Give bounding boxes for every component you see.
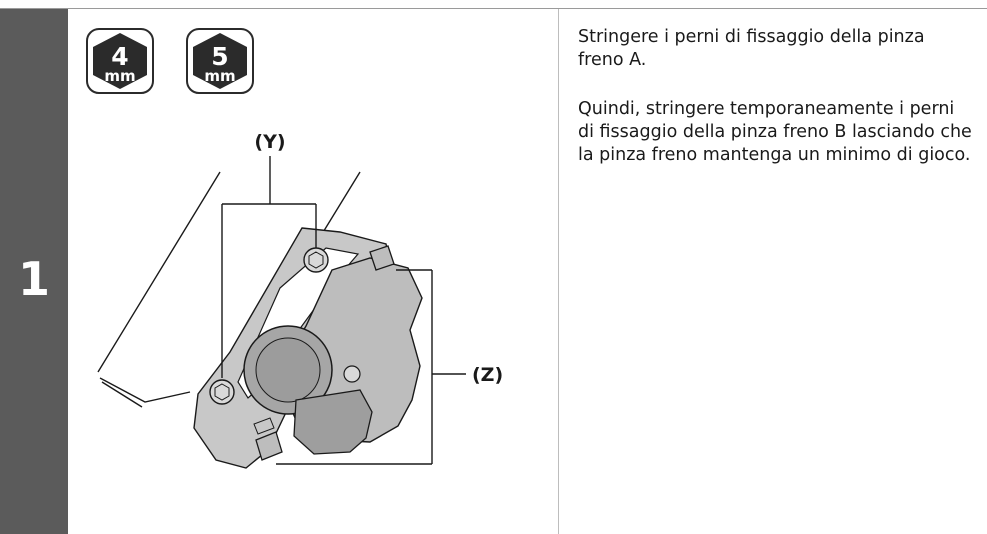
instruction-paragraph-2: Quindi, stringere temporaneamente i pern… xyxy=(578,99,972,165)
hex-key-5mm-icon: 5 mm xyxy=(186,28,254,94)
top-rule xyxy=(0,8,987,9)
mounting-bolt-lower xyxy=(209,379,235,405)
tool-unit-5: mm xyxy=(204,67,235,85)
step-number: 1 xyxy=(17,252,50,306)
brake-caliper-illustration: (Y) (Z) xyxy=(97,131,503,469)
column-divider xyxy=(558,9,559,534)
tool-badges: 4 mm 5 mm xyxy=(86,28,254,94)
caliper-lower-block xyxy=(293,389,373,455)
callout-z xyxy=(276,269,466,465)
tool-size-4: 4 xyxy=(111,42,128,71)
step-bar: 1 xyxy=(0,9,68,534)
caliper-fixing-bolt-lower xyxy=(255,431,283,461)
adjuster-screw xyxy=(253,417,275,435)
caliper-piston-inner xyxy=(255,337,321,403)
instructions: Stringere i perni di fissaggio della pin… xyxy=(578,26,973,193)
tool-size-5: 5 xyxy=(211,42,228,71)
hex-key-4mm-icon: 4 mm xyxy=(86,28,154,94)
mounting-bolt-upper xyxy=(303,247,329,273)
tool-unit-4: mm xyxy=(104,67,135,85)
label-y: (Y) xyxy=(254,131,285,153)
instruction-paragraph-1: Stringere i perni di fissaggio della pin… xyxy=(578,27,925,70)
label-z: (Z) xyxy=(472,364,503,386)
caliper-fixing-bolt-upper xyxy=(369,245,395,271)
callout-y xyxy=(221,156,317,378)
caliper-bolt-small xyxy=(343,365,361,383)
